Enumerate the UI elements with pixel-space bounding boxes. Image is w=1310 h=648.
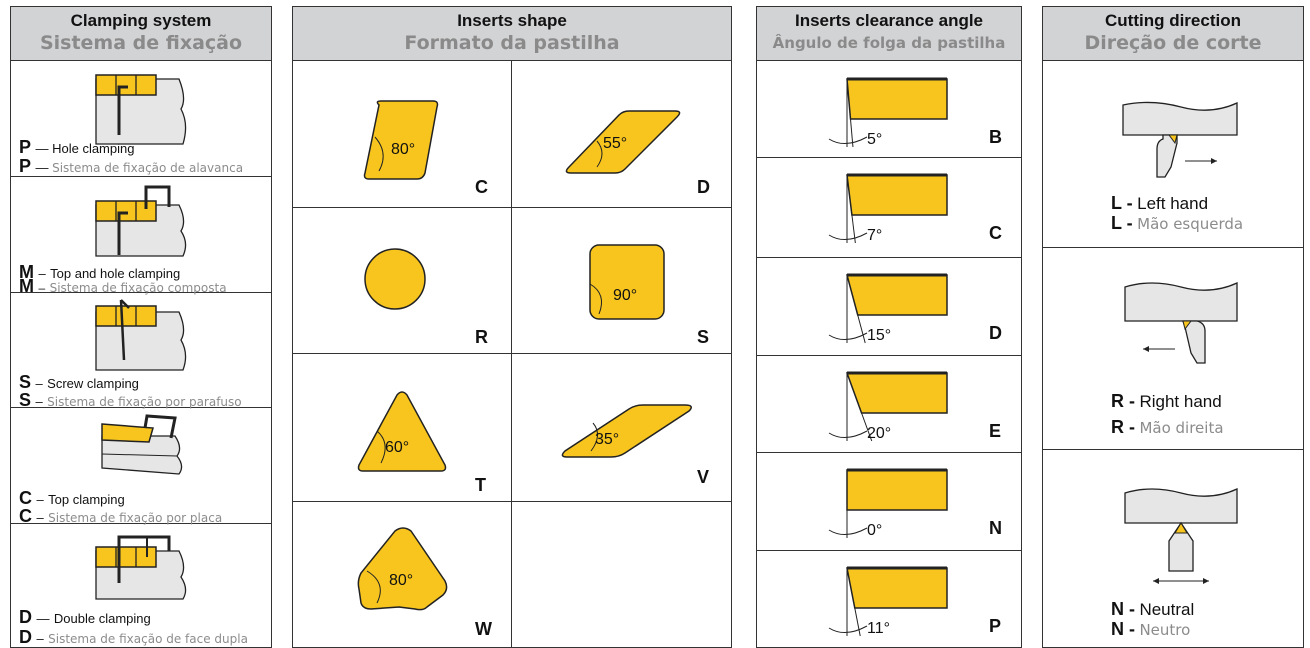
clearance-code: D xyxy=(989,323,1002,343)
divider xyxy=(1043,247,1303,248)
clamping-item-c: C – Top clamping xyxy=(19,488,125,508)
clamping-item-p: P — Hole clamping xyxy=(19,137,135,157)
shape-code-d: D xyxy=(697,177,710,197)
inserts-shape-panel: Inserts shape Formato da pastilha 80° C … xyxy=(292,6,732,648)
clearance-insert-icon xyxy=(828,371,948,442)
round-insert-icon xyxy=(364,248,426,310)
direction-title-en: Cutting direction xyxy=(1105,11,1241,30)
top-and-hole-clamp-icon xyxy=(95,185,187,257)
left-hand-tool-icon xyxy=(1122,101,1238,178)
clamping-item-m: M – Top and hole clamping xyxy=(19,262,181,282)
divider xyxy=(11,176,271,177)
hole-clamp-icon xyxy=(95,74,187,145)
shape-angle-d: 55° xyxy=(603,135,628,152)
clamping-title-en: Clamping system xyxy=(70,11,212,30)
direction-item-l-pt: L - Mão esquerda xyxy=(1111,213,1244,233)
clearance-code: P xyxy=(989,616,1002,636)
clamping-item-s: S – Screw clamping xyxy=(19,372,139,392)
clamping-header: Clamping system Sistema de fixação xyxy=(11,7,271,61)
divider xyxy=(11,523,271,524)
shape-angle-s: 90° xyxy=(613,287,638,304)
clearance-angle-label: 15° xyxy=(867,327,892,344)
clamping-item-s-pt: S – Sistema de fixação por parafuso xyxy=(19,390,242,410)
shape-title-en: Inserts shape xyxy=(457,11,567,30)
clearance-header: Inserts clearance angle Ângulo de folga … xyxy=(757,7,1021,61)
shape-code-t: T xyxy=(475,475,486,495)
trigon-insert-icon xyxy=(357,527,448,611)
divider xyxy=(757,550,1021,551)
clamping-item-d-pt: D – Sistema de fixação de face dupla xyxy=(19,627,248,647)
clearance-code: E xyxy=(989,421,1002,441)
clamping-item-m-pt: M – Sistema de fixação composta xyxy=(19,276,227,296)
clearance-code: C xyxy=(989,223,1002,243)
clamping-item-p-pt: P — Sistema de fixação de alavanca xyxy=(19,156,244,176)
shape-title-pt: Formato da pastilha xyxy=(404,32,620,54)
clearance-angle-label: 5° xyxy=(867,131,883,148)
double-clamp-icon xyxy=(95,535,187,600)
direction-item-n-pt: N - Neutro xyxy=(1111,619,1191,639)
divider xyxy=(1043,449,1303,450)
shape-angle-t: 60° xyxy=(385,439,410,456)
direction-item-r: R - Right hand xyxy=(1111,391,1222,411)
clearance-angle-panel: Inserts clearance angle Ângulo de folga … xyxy=(756,6,1022,648)
shape-angle-c: 80° xyxy=(391,141,416,158)
clearance-insert-icon xyxy=(828,468,948,538)
clearance-angle-label: 11° xyxy=(867,620,891,637)
rhombic-80-insert-icon xyxy=(363,100,439,180)
shape-code-r: R xyxy=(475,327,488,347)
clearance-insert-icon xyxy=(828,77,948,148)
triangle-insert-icon xyxy=(357,391,447,472)
direction-item-n: N - Neutral xyxy=(1111,599,1195,619)
clearance-angle-label: 7° xyxy=(867,227,883,244)
clamping-item-d: D — Double clamping xyxy=(19,607,151,627)
top-clamp-icon xyxy=(101,414,183,475)
divider xyxy=(11,407,271,408)
direction-title-pt: Direção de corte xyxy=(1084,32,1262,54)
clearance-code: N xyxy=(989,518,1002,538)
divider xyxy=(757,157,1021,158)
cutting-direction-panel: Cutting direction Direção de corte L - L… xyxy=(1042,6,1304,648)
clearance-insert-icon xyxy=(828,173,948,244)
clearance-insert-icon xyxy=(828,566,948,637)
rhombic-35-insert-icon xyxy=(561,404,692,458)
divider xyxy=(293,501,731,502)
rhombic-55-insert-icon xyxy=(565,110,681,174)
divider xyxy=(757,452,1021,453)
direction-item-l: L - Left hand xyxy=(1111,193,1209,213)
clearance-insert-icon xyxy=(828,273,948,344)
clearance-angle-label: 0° xyxy=(867,522,883,539)
clamping-item-c-pt: C – Sistema de fixação por placa xyxy=(19,506,223,526)
clearance-title-en: Inserts clearance angle xyxy=(794,11,984,30)
direction-header: Cutting direction Direção de corte xyxy=(1043,7,1303,61)
shape-header: Inserts shape Formato da pastilha xyxy=(293,7,731,61)
divider xyxy=(293,207,731,208)
divider xyxy=(293,353,731,354)
clearance-code: B xyxy=(989,127,1002,147)
shape-code-w: W xyxy=(475,619,492,639)
shape-code-v: V xyxy=(697,467,710,487)
shape-angle-w: 80° xyxy=(389,572,414,589)
divider xyxy=(757,257,1021,258)
clamping-title-pt: Sistema de fixação xyxy=(39,32,243,54)
shape-code-c: C xyxy=(475,177,488,197)
clearance-angle-label: 20° xyxy=(867,425,892,442)
shape-code-s: S xyxy=(697,327,710,347)
shape-angle-v: 35° xyxy=(595,431,620,448)
clamping-system-panel: Clamping system Sistema de fixação P — H… xyxy=(10,6,272,648)
square-insert-icon xyxy=(589,244,665,320)
direction-item-r-pt: R - Mão direita xyxy=(1111,417,1224,437)
clearance-title-pt: Ângulo de folga da pastilha xyxy=(772,34,1006,52)
divider xyxy=(757,355,1021,356)
right-hand-tool-icon xyxy=(1124,281,1238,364)
screw-clamp-icon xyxy=(95,299,187,371)
divider xyxy=(511,61,512,647)
neutral-tool-icon xyxy=(1124,487,1238,584)
divider xyxy=(11,292,271,293)
